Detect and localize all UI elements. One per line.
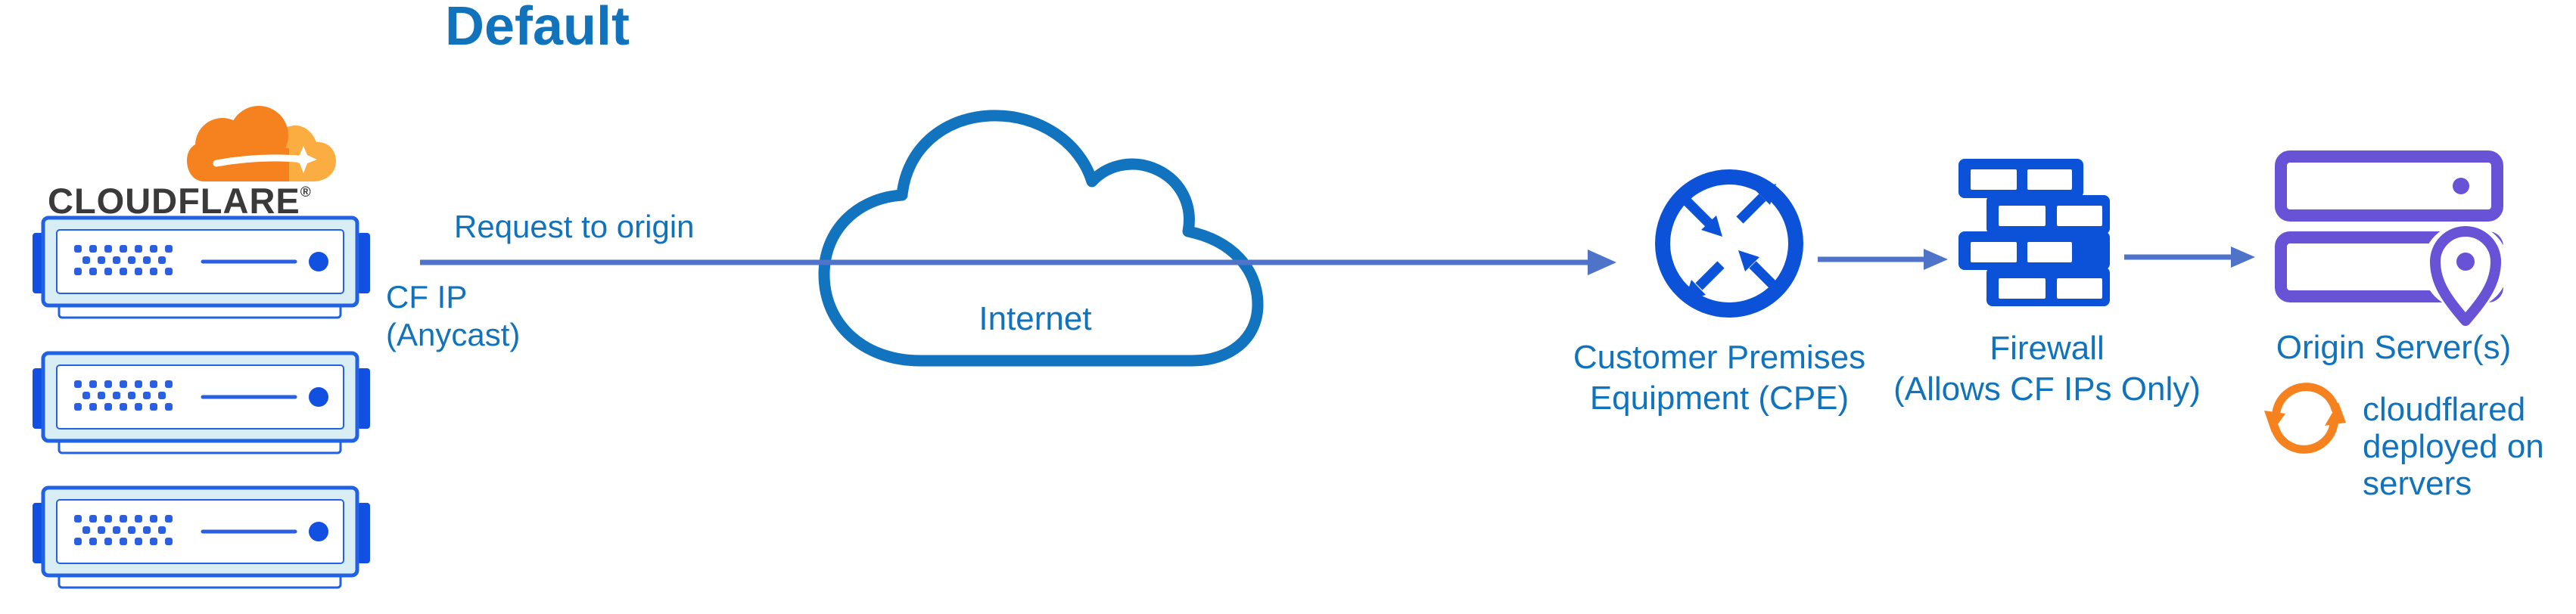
cloudflare-server-icon-2: [33, 353, 370, 453]
cloudflare-server-icon-1: [33, 218, 370, 318]
cloudflare-wordmark: CLOUDFLARE®: [48, 180, 312, 222]
cpe-label-line2: Equipment (CPE): [1589, 380, 1850, 417]
cpe-label: Customer Premises Equipment (CPE): [1548, 337, 1890, 419]
cpe-icon: [1655, 169, 1803, 318]
cloudflared-sync-icon: [2264, 383, 2346, 454]
cf-ip-anycast-label: CF IP (Anycast): [386, 278, 520, 354]
firewall-label: Firewall (Allows CF IPs Only): [1876, 328, 2218, 410]
origin-server-icon: [2275, 150, 2509, 326]
firewall-to-origin-arrow: [2124, 247, 2255, 268]
cf-ip-line2: (Anycast): [386, 317, 521, 352]
cloudflared-note: cloudflared deployed on servers: [2363, 391, 2544, 502]
cpe-to-firewall-arrow: [1818, 249, 1948, 270]
cloudflared-note-line3: servers: [2363, 465, 2472, 502]
request-to-origin-label: Request to origin: [454, 209, 695, 244]
page-title: Default: [445, 0, 630, 57]
registered-mark: ®: [300, 185, 312, 200]
firewall-label-line1: Firewall: [1990, 330, 2105, 367]
internet-cloud-icon: [818, 110, 1264, 367]
origin-servers-label: Origin Server(s): [2276, 329, 2512, 366]
cloudflare-server-icon-3: [33, 488, 370, 588]
cloudflared-note-line2: deployed on: [2363, 428, 2544, 465]
cpe-label-line1: Customer Premises: [1573, 339, 1866, 376]
firewall-icon: [1958, 159, 2110, 306]
cloudflare-logo-icon: [187, 106, 336, 181]
location-pin-icon: [2430, 226, 2501, 326]
cf-ip-line1: CF IP: [386, 279, 468, 315]
cloudflare-wordmark-text: CLOUDFLARE: [48, 181, 300, 221]
cloudflared-note-line1: cloudflared: [2363, 391, 2526, 428]
firewall-label-line2: (Allows CF IPs Only): [1893, 371, 2201, 408]
internet-label: Internet: [978, 300, 1092, 337]
request-arrow: [420, 250, 1616, 275]
